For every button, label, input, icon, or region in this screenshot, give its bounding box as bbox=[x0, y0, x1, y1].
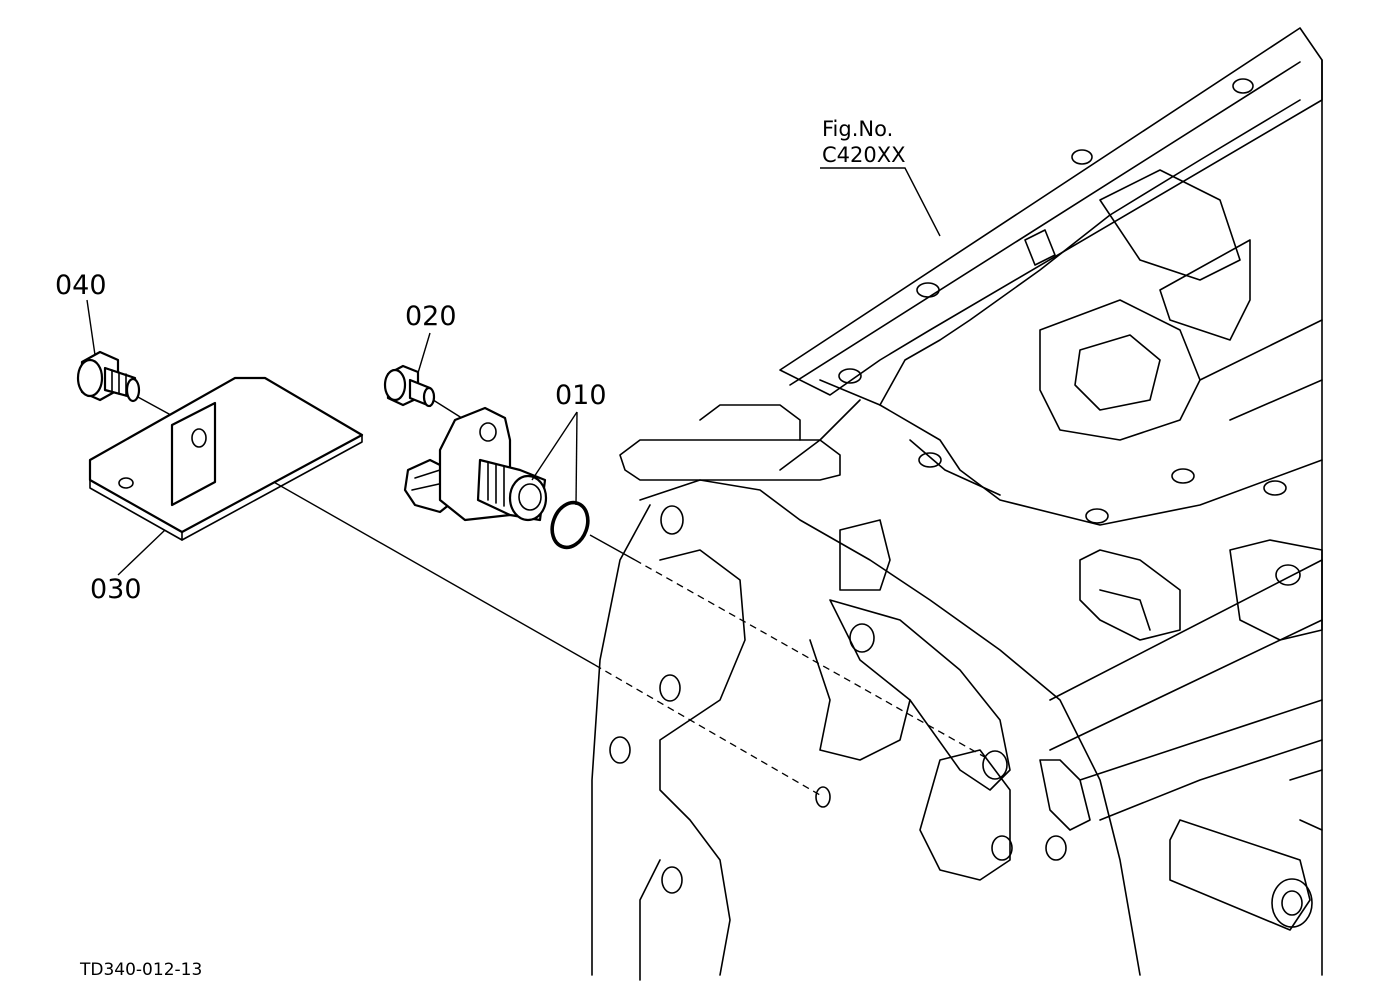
part-040-bolt bbox=[76, 350, 141, 403]
callout-030-label: 030 bbox=[90, 574, 142, 605]
part-020-bolt bbox=[383, 364, 436, 408]
figure-ref-line1: Fig.No. bbox=[822, 117, 893, 141]
callout-020-label: 020 bbox=[405, 301, 457, 332]
transmission-housing bbox=[591, 27, 1323, 981]
sensor-assembly bbox=[403, 406, 548, 522]
drawing-id: TD340-012-13 bbox=[79, 960, 202, 980]
figure-ref-line2: C420XX bbox=[822, 143, 906, 167]
callout-010-label: 010 bbox=[555, 380, 607, 411]
callout-leaders bbox=[86, 167, 941, 576]
part-010-o-ring bbox=[550, 500, 590, 550]
callout-040-label: 040 bbox=[55, 270, 107, 301]
part-030-bracket bbox=[88, 376, 364, 541]
